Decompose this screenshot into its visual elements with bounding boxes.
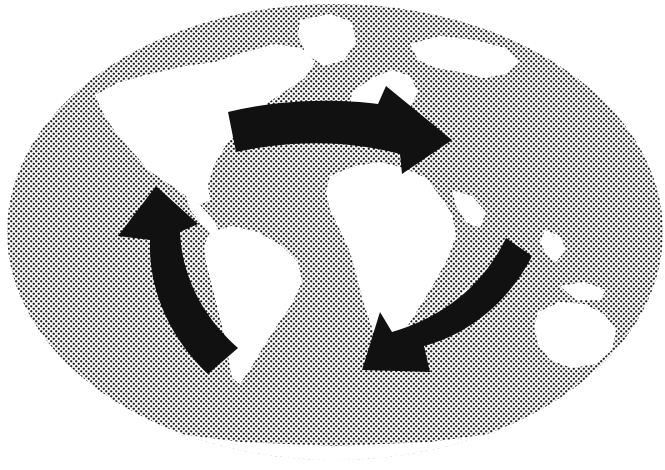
ocean-globe (7, 4, 663, 460)
